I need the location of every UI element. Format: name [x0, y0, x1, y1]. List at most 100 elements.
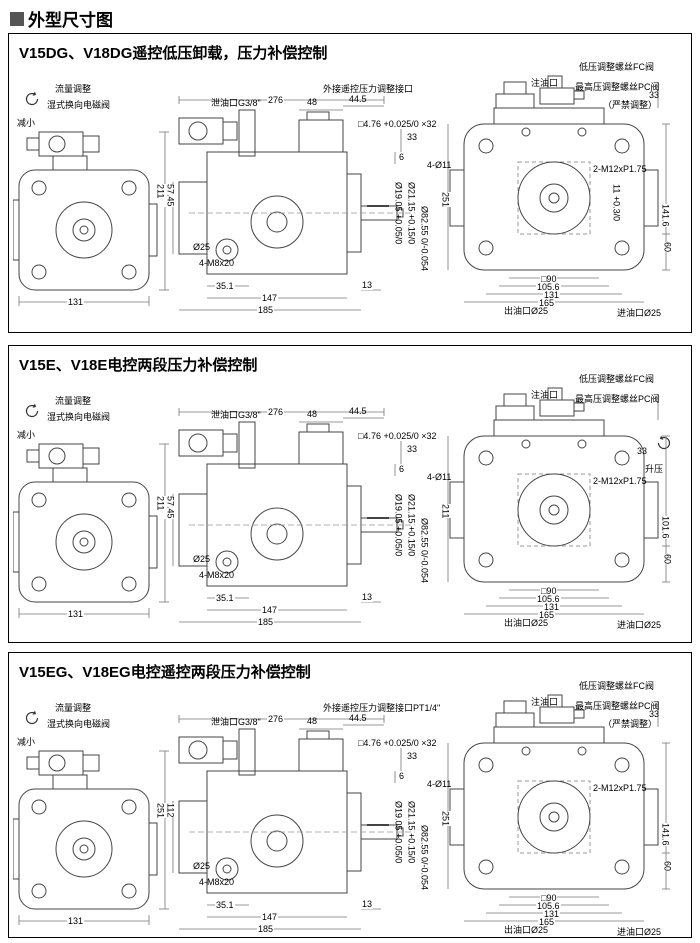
dim-165: 165 [538, 917, 556, 928]
dim-port-dia: Ø25 [193, 861, 211, 871]
dim-right-height: 251 [439, 192, 452, 208]
dim-44-5: 44.5 [349, 406, 367, 416]
panel-v15eg-v18eg: V15EG、V18EG电控遥控两段压力补偿控制 [8, 652, 692, 938]
pump-side-view-drawing [13, 443, 169, 618]
label-drain-port: 泄油口G3/8" [211, 410, 261, 420]
label-drain-port: 泄油口G3/8" [211, 98, 261, 108]
dim-48: 48 [307, 716, 318, 726]
dim-left-height: 211 [154, 184, 167, 199]
label-flow-adjust: 流量调整 [55, 703, 92, 713]
label-solenoid-valve: 湿式换向电磁阀 [47, 412, 111, 422]
dim-port-bolts: 4-M8x20 [199, 570, 235, 580]
dim-port-bolts: 4-M8x20 [199, 258, 235, 268]
dim-147: 147 [261, 912, 279, 923]
dim-13: 13 [361, 280, 374, 291]
dim-bolt-holes: 4-Ø11 [427, 779, 452, 789]
label-decrease: 减小 [17, 430, 36, 440]
panel-title: V15DG、V18DG遥控低压卸载，压力补偿控制 [19, 45, 328, 62]
label-flow-adjust: 流量调整 [55, 84, 92, 94]
dim-48: 48 [307, 409, 318, 419]
label-fill-port: 注油口 [531, 390, 559, 400]
dim-bolt-holes: 4-Ø11 [427, 472, 452, 482]
dim-right-height: 251 [439, 811, 452, 827]
dim-port-bolts: 4-M8x20 [199, 877, 235, 887]
label-fill-port: 注油口 [531, 78, 559, 88]
dim-square-90: □90 [540, 586, 558, 597]
pump-rear-view-drawing [447, 387, 670, 615]
dim-right-h1: 101.6 [659, 516, 672, 539]
dim-13: 13 [361, 592, 374, 603]
dim-square-90: □90 [540, 274, 558, 285]
dim-bolt-holes: 4-Ø11 [427, 160, 452, 170]
label-fill-port: 注油口 [531, 697, 559, 707]
dim-left-width: 131 [67, 916, 85, 927]
label-pc-valve: 最高压调整螺丝PC阀 [575, 394, 660, 404]
dim-33-right: 33 [649, 709, 660, 719]
dim-44-5: 44.5 [349, 94, 367, 104]
pump-side-view-drawing [13, 131, 169, 306]
dim-overall-width: 276 [267, 95, 285, 106]
pump-rear-view-drawing [447, 694, 670, 922]
dim-105-6: 105.6 [536, 282, 561, 293]
dim-left-width: 131 [67, 297, 85, 308]
dim-right-height: 211 [439, 504, 452, 519]
dim-pilot-dia: Ø82.55 0/-0.054 [419, 825, 430, 891]
label-remote-port: 外接遥控压力调整接口 [323, 84, 414, 94]
dim-6: 6 [399, 152, 405, 162]
dim-35-1: 35.1 [215, 900, 235, 911]
dim-185: 185 [257, 305, 275, 316]
dim-left-height: 211 [154, 496, 167, 511]
dim-33-right: 33 [649, 90, 660, 100]
dim-pilot-dia: Ø82.55 0/-0.054 [419, 206, 430, 272]
pump-side-view-drawing [13, 750, 169, 925]
dim-spline-dia: Ø21.15 +0.15/0 [406, 182, 417, 245]
label-fc-valve: 低压调整螺丝FC阀 [579, 681, 654, 691]
dim-131: 131 [543, 909, 561, 920]
dim-right-h2: 60 [661, 242, 674, 253]
dim-right-h2: 60 [661, 554, 674, 565]
dim-44-5: 44.5 [349, 713, 367, 723]
dim-port-dia: Ø25 [193, 242, 211, 252]
dim-48: 48 [307, 97, 318, 107]
dim-165: 165 [538, 610, 556, 621]
dim-right-h2: 60 [661, 861, 674, 872]
label-inlet-port: 进油口Ø25 [617, 308, 662, 318]
dim-key-spec: □4.76 +0.025/0 ×32 [357, 738, 438, 749]
panel-title: V15E、V18E电控两段压力补偿控制 [19, 357, 258, 374]
label-pc-valve: 最高压调整螺丝PC阀 [575, 701, 660, 711]
dim-key-length: 11 +0.3/0 [611, 184, 622, 222]
label-remote-port: 外接遥控压力调整接口PT1/4" [323, 703, 441, 713]
dim-spline-dia: Ø21.15 +0.15/0 [406, 494, 417, 557]
dim-mid-left-height: 57.45 [164, 496, 177, 519]
dim-35-1: 35.1 [215, 281, 235, 292]
label-forbid-adjust: （严禁调整） [603, 100, 658, 110]
dim-165: 165 [538, 298, 556, 309]
dim-33-mid: 33 [407, 132, 418, 142]
dim-square-90: □90 [540, 893, 558, 904]
dim-left-width: 131 [67, 609, 85, 620]
dim-shaft-dia: Ø19.05 +0.05/0 [393, 182, 404, 245]
panel-v15dg-v18dg: V15DG、V18DG遥控低压卸载，压力补偿控制 [8, 33, 692, 333]
label-fc-valve: 低压调整螺丝FC阀 [579, 374, 654, 384]
dim-6: 6 [399, 771, 405, 781]
page-title: 外型尺寸图 [28, 11, 113, 30]
dim-6: 6 [399, 464, 405, 474]
dim-33-mid: 33 [407, 751, 418, 761]
label-fc-valve: 低压调整螺丝FC阀 [579, 62, 654, 72]
rotate-ccw-icon [23, 90, 41, 113]
dim-105-6: 105.6 [536, 901, 561, 912]
dim-studs: 2-M12xP1.75 [593, 476, 647, 486]
dim-185: 185 [257, 617, 275, 628]
dim-147: 147 [261, 605, 279, 616]
header-bullet-square [10, 11, 24, 26]
dim-mid-left-height: 112 [164, 803, 177, 818]
dim-33-mid: 33 [407, 444, 418, 454]
pump-rear-view-drawing [447, 75, 670, 303]
label-inlet-port: 进油口Ø25 [617, 620, 662, 630]
dim-key-spec: □4.76 +0.025/0 ×32 [357, 431, 438, 442]
dim-105-6: 105.6 [536, 594, 561, 605]
dim-mid-left-height: 57.45 [164, 184, 177, 207]
dim-147: 147 [261, 293, 279, 304]
label-decrease: 减小 [17, 737, 36, 747]
dim-13: 13 [361, 899, 374, 910]
